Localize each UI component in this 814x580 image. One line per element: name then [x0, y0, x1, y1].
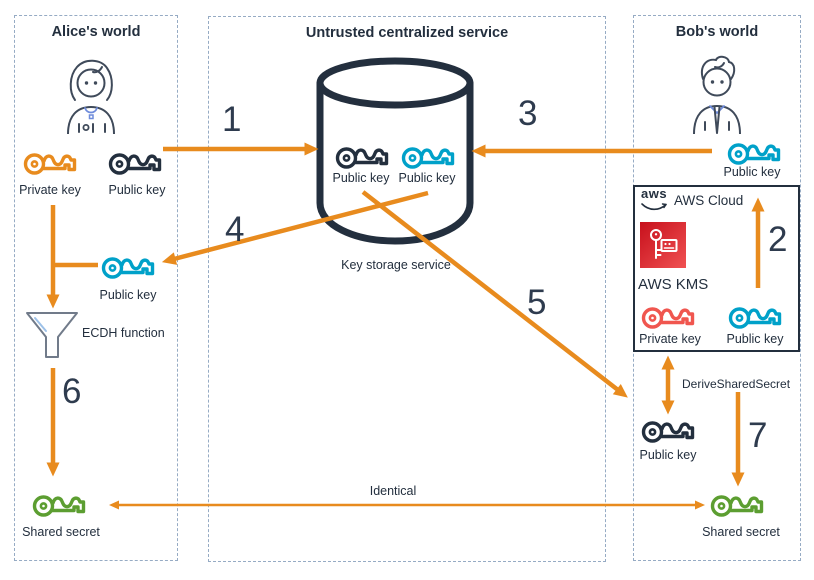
bob-shared-secret-label: Shared secret: [702, 525, 780, 539]
bob-shared-secret-icon: [708, 484, 766, 522]
derive-shared-secret-label: DeriveSharedSecret: [682, 377, 791, 391]
alice-private-key-icon: [21, 142, 79, 180]
aws-cloud-box: [633, 185, 800, 352]
bob-received-public-key-label: Public key: [639, 448, 697, 462]
aws-smile-icon: [640, 202, 668, 212]
storage-public-key-2-icon: [399, 136, 457, 174]
step-number-6: 6: [62, 372, 82, 411]
bob-person-icon: [683, 54, 751, 134]
alice-public-key-label: Public key: [108, 183, 166, 197]
storage-public-key-2-label: Public key: [398, 171, 456, 185]
alice-person-icon: [58, 54, 124, 134]
kms-public-key-label: Public key: [726, 332, 784, 346]
ecdh-function-label: ECDH function: [82, 326, 165, 340]
bob-world-title: Bob's world: [675, 24, 759, 40]
aws-cloud-label: AWS Cloud: [674, 193, 744, 208]
alice-world-box: [14, 15, 178, 561]
alice-world-title: Alice's world: [51, 24, 141, 40]
step-number-4: 4: [225, 210, 245, 249]
step-number-2: 2: [768, 220, 788, 259]
alice-shared-secret-icon: [30, 484, 88, 522]
alice-shared-secret-label: Shared secret: [22, 525, 100, 539]
step-number-5: 5: [527, 283, 547, 322]
step-number-7: 7: [748, 416, 768, 455]
untrusted-service-title: Untrusted centralized service: [305, 25, 509, 41]
kms-public-key-icon: [726, 296, 784, 334]
bob-public-key-label: Public key: [723, 165, 781, 179]
alice-private-key-label: Private key: [19, 183, 81, 197]
aws-logo: aws: [641, 186, 668, 201]
storage-public-key-1-label: Public key: [332, 171, 390, 185]
step-number-3: 3: [518, 94, 538, 133]
alice-public-key-icon: [106, 142, 164, 180]
identical-label: Identical: [369, 484, 417, 498]
kms-private-key-icon: [639, 296, 697, 334]
aws-kms-label: AWS KMS: [638, 276, 709, 293]
ecdh-funnel-icon: [25, 311, 79, 361]
bob-received-public-key-icon: [639, 410, 697, 448]
alice-received-public-key-label: Public key: [99, 288, 157, 302]
bob-public-key-icon: [725, 132, 783, 170]
aws-kms-icon: [640, 222, 686, 268]
storage-public-key-1-icon: [333, 136, 391, 174]
key-storage-service-label: Key storage service: [341, 258, 451, 272]
kms-private-key-label: Private key: [639, 332, 701, 346]
step-number-1: 1: [222, 100, 242, 139]
alice-received-public-key-icon: [99, 246, 157, 284]
